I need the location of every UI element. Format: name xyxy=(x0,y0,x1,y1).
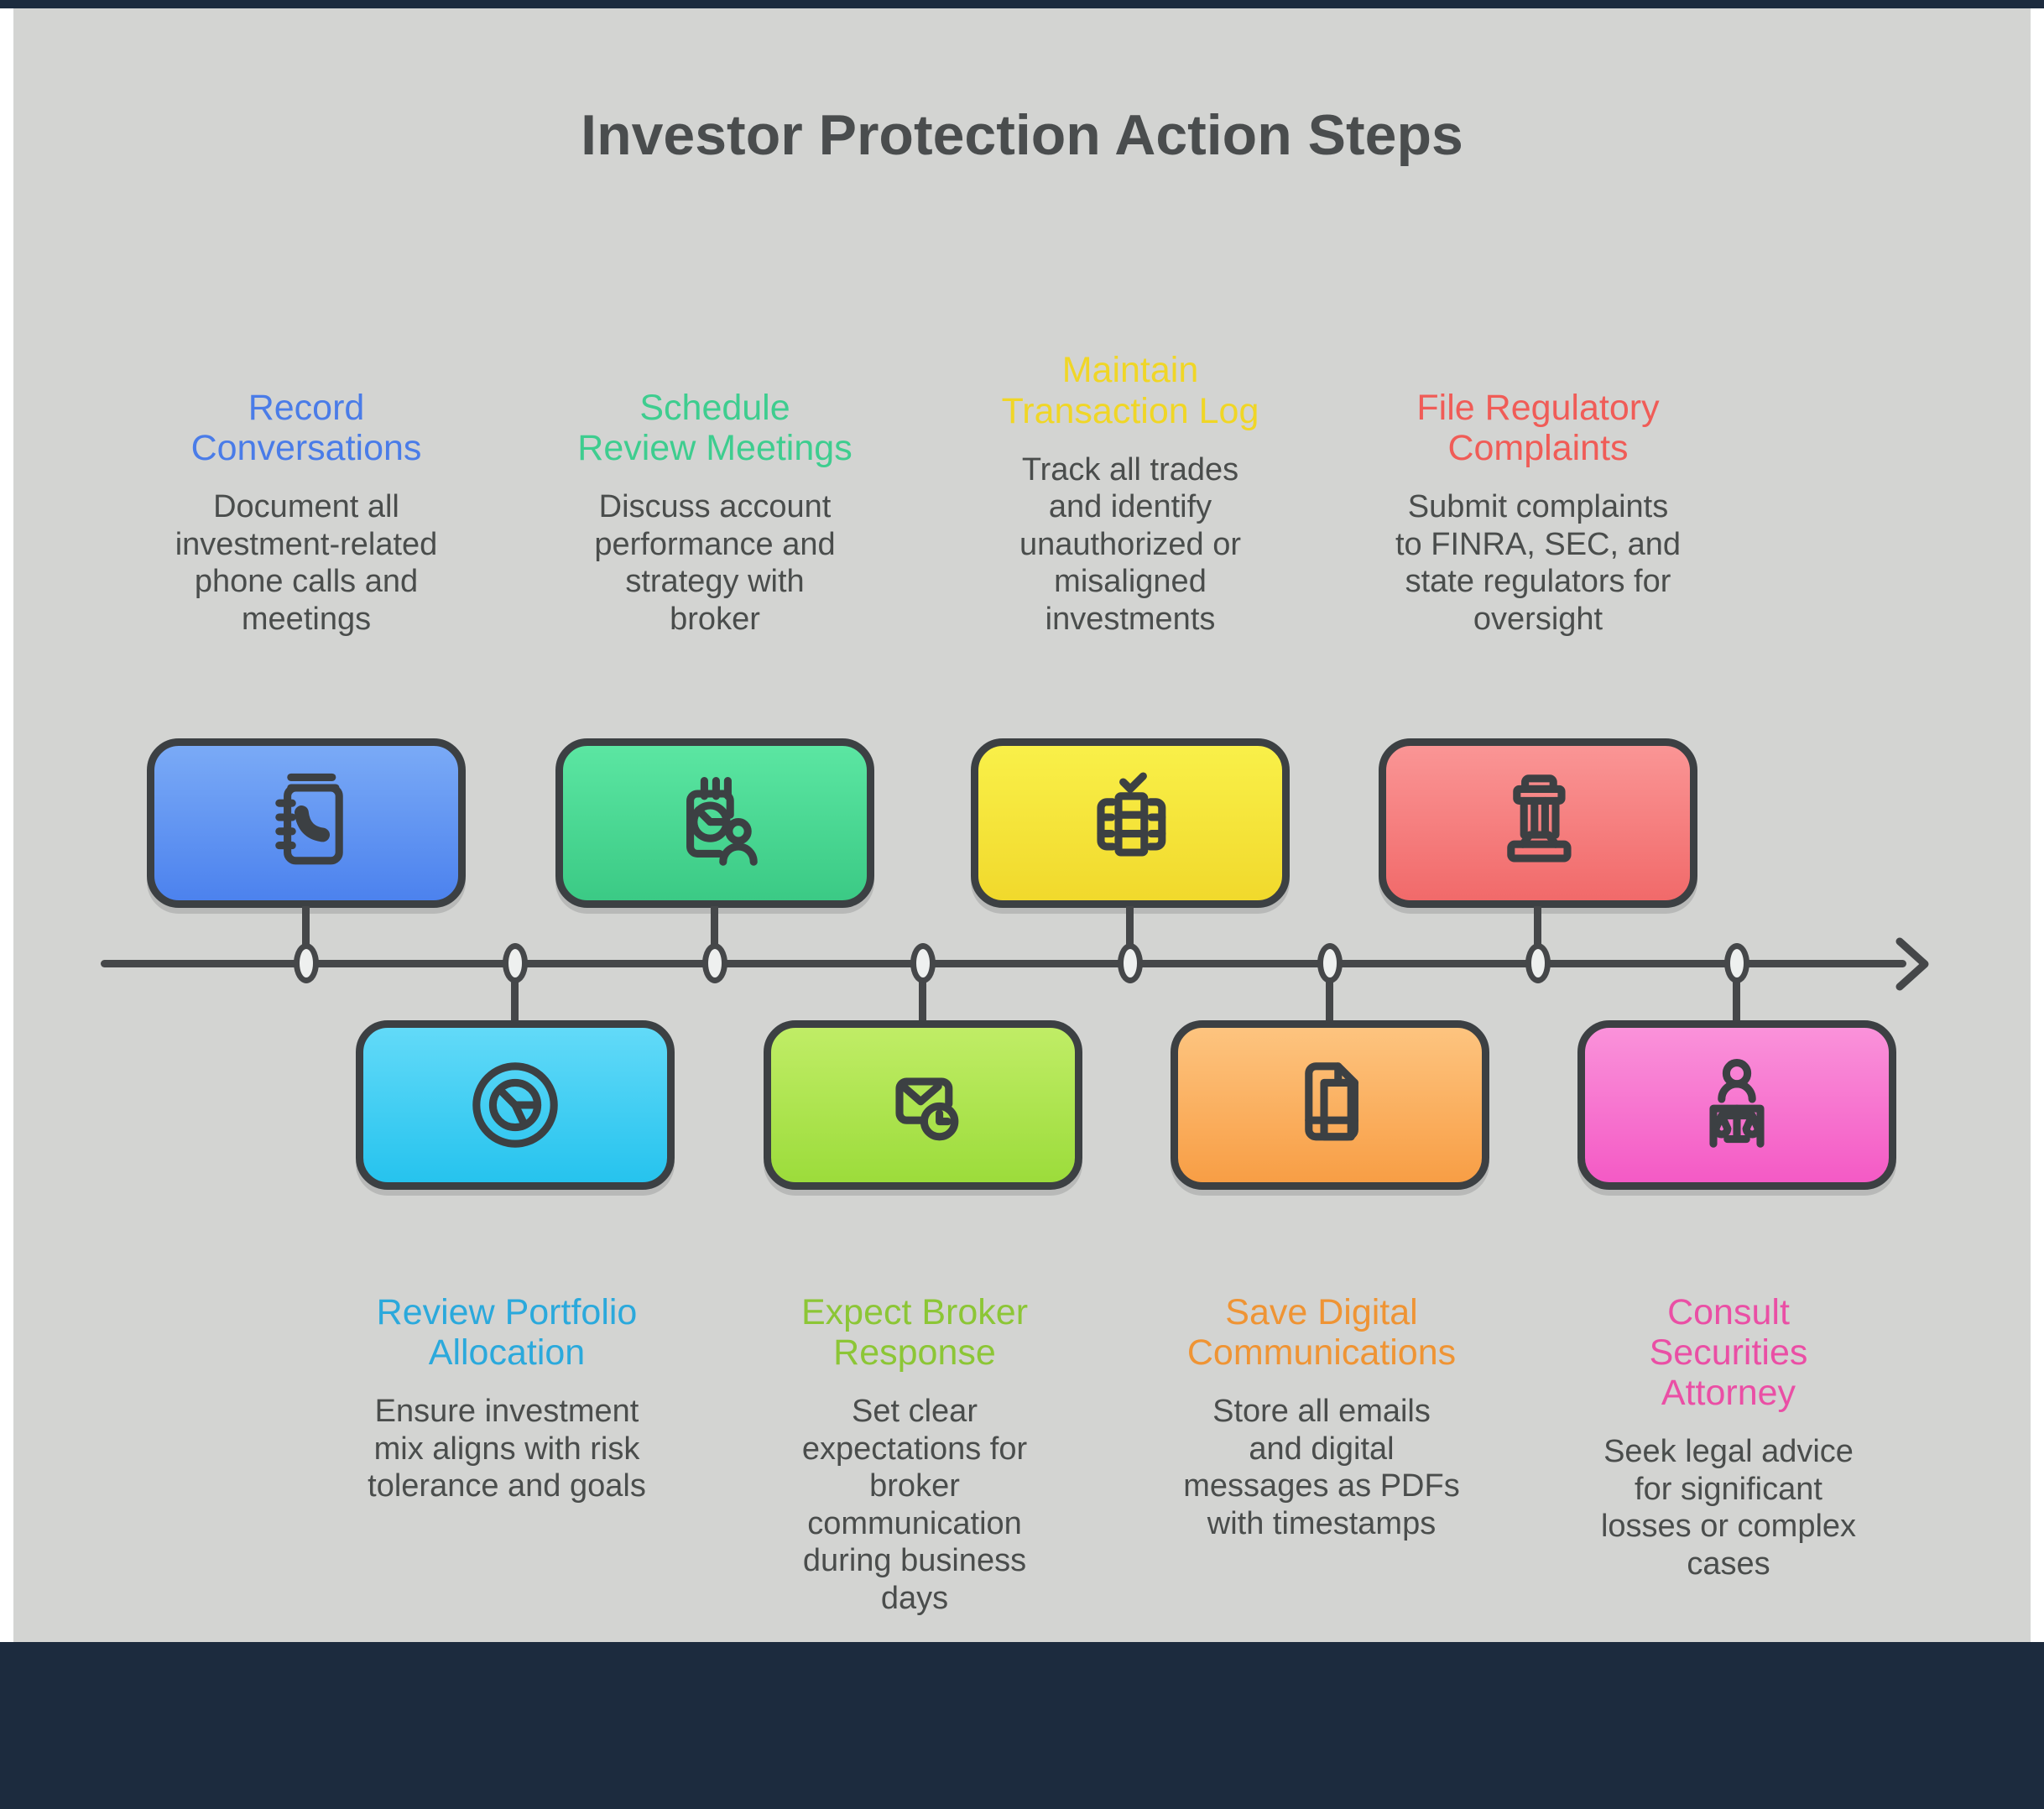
step-title: File Regulatory Complaints xyxy=(1416,387,1660,469)
review-portfolio-allocation-box xyxy=(356,1020,675,1190)
calendar-review-icon xyxy=(686,777,758,866)
mail-clock-icon xyxy=(895,1077,959,1141)
step-title: Consult Securities Attorney xyxy=(1649,1292,1808,1414)
timeline-arrow-icon xyxy=(1895,937,1929,991)
top-border-bar xyxy=(0,0,2044,8)
connector xyxy=(1126,906,1134,962)
connector xyxy=(1733,965,1740,1022)
timeline-node xyxy=(1317,943,1343,983)
step-description: Store all emails and digital messages as… xyxy=(1183,1394,1460,1541)
timeline-node xyxy=(910,943,936,983)
step-file-regulatory-complaints-text: File Regulatory Complaints Submit compla… xyxy=(1353,317,1723,638)
connector xyxy=(511,965,519,1022)
step-expect-broker-response-text: Expect Broker Response Set clear expecta… xyxy=(730,1292,1099,1617)
step-title: Save Digital Communications xyxy=(1186,1292,1457,1374)
connector xyxy=(1534,906,1541,962)
footer-bar xyxy=(0,1642,2044,1809)
bank-building-icon xyxy=(1507,774,1572,863)
step-description: Set clear expectations for broker commun… xyxy=(801,1394,1028,1616)
step-maintain-transaction-log-text: Maintain Transaction Log Track all trade… xyxy=(946,317,1315,638)
timeline-node xyxy=(1525,943,1551,983)
connector xyxy=(711,906,718,962)
step-consult-securities-attorney-text: Consult Securities Attorney Seek legal a… xyxy=(1544,1292,1913,1582)
step-description: Ensure investment mix aligns with risk t… xyxy=(368,1394,646,1504)
consult-securities-attorney-box xyxy=(1577,1020,1896,1190)
timeline-node xyxy=(1724,943,1749,983)
timeline-node xyxy=(294,943,319,983)
step-title: Maintain Transaction Log xyxy=(1001,350,1259,431)
step-title: Record Conversations xyxy=(190,387,422,469)
connector xyxy=(1326,965,1333,1022)
step-save-digital-communications-text: Save Digital Communications Store all em… xyxy=(1137,1292,1506,1542)
timeline-line xyxy=(101,960,1906,967)
page-title: Investor Protection Action Steps xyxy=(581,103,1463,167)
timeline-node xyxy=(1118,943,1143,983)
step-description: Document all investment-related phone ca… xyxy=(175,489,438,637)
step-title: Review Portfolio Allocation xyxy=(376,1292,638,1374)
step-record-conversations-text: Record Conversations Document all invest… xyxy=(122,317,491,638)
schedule-review-meetings-box xyxy=(555,738,874,908)
step-schedule-review-meetings-text: Schedule Review Meetings Discuss account… xyxy=(530,317,899,638)
transaction-log-icon xyxy=(1097,772,1166,857)
pie-chart-icon xyxy=(472,1062,558,1148)
connector xyxy=(919,965,926,1022)
save-digital-communications-box xyxy=(1171,1020,1489,1190)
step-description: Seek legal advice for significant losses… xyxy=(1600,1434,1857,1582)
maintain-transaction-log-box xyxy=(971,738,1290,908)
step-title: Schedule Review Meetings xyxy=(577,387,853,469)
attorney-scales-icon xyxy=(1709,1059,1765,1148)
record-conversations-box xyxy=(147,738,466,908)
step-description: Submit complaints to FINRA, SEC, and sta… xyxy=(1395,489,1681,637)
step-review-portfolio-allocation-text: Review Portfolio Allocation Ensure inves… xyxy=(322,1292,691,1505)
step-title: Expect Broker Response xyxy=(800,1292,1029,1374)
expect-broker-response-box xyxy=(764,1020,1082,1190)
step-description: Discuss account performance and strategy… xyxy=(594,489,836,637)
file-regulatory-complaints-box xyxy=(1379,738,1697,908)
timeline-node xyxy=(702,943,727,983)
timeline-node xyxy=(503,943,528,983)
documents-icon xyxy=(1305,1062,1358,1141)
step-description: Track all trades and identify unauthoriz… xyxy=(1019,451,1242,637)
connector xyxy=(302,906,310,962)
phone-book-icon xyxy=(275,773,343,865)
